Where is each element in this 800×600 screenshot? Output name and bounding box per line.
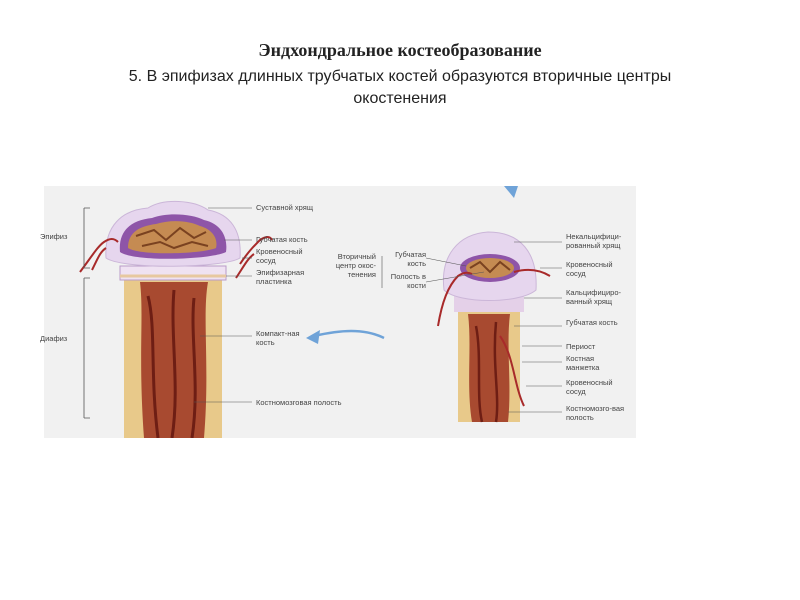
label-left-spongy-bone: Губчатая кость bbox=[256, 235, 308, 244]
label-epiphysis: Эпифиз bbox=[40, 232, 68, 241]
label-epiphyseal-plate: Эпифизарная пластинка bbox=[256, 268, 305, 286]
right-blood-vessel-2 bbox=[513, 268, 551, 277]
bone-diagram: Эпифиз Диафиз Суставной хрящ Губчатая ко… bbox=[40, 186, 636, 438]
label-left-blood-vessel: Кровеносный сосуд bbox=[256, 247, 303, 265]
label-bone-cavity: Полость в кости bbox=[390, 272, 426, 290]
top-arrow-tip bbox=[504, 186, 518, 198]
page-subtitle: 5. В эпифизах длинных трубчатых костей о… bbox=[128, 68, 672, 107]
left-epiphyseal-plate bbox=[119, 265, 227, 281]
transition-arrow bbox=[313, 329, 385, 340]
label-right-marrow-cavity: Костномозго-вая полость bbox=[566, 404, 625, 422]
label-articular-cartilage: Суставной хрящ bbox=[256, 203, 313, 212]
right-bone-marrow bbox=[468, 314, 510, 422]
right-blood-vessel-1 bbox=[437, 271, 473, 327]
label-secondary-center: Вторичный центр окос-тенения bbox=[335, 252, 376, 279]
label-bone-collar: Костная манжетка bbox=[566, 354, 600, 372]
bone-diagram-graphic bbox=[79, 186, 562, 438]
label-right-spongy-bone: Губчатая кость bbox=[566, 318, 618, 327]
left-bone bbox=[79, 200, 273, 438]
label-center-spongy-bone: Губчатая кость bbox=[395, 250, 426, 268]
right-bone bbox=[381, 231, 562, 423]
label-periosteum: Периост bbox=[566, 342, 596, 351]
label-left-marrow-cavity: Костномозговая полость bbox=[256, 398, 342, 407]
label-compact-bone: Компакт-ная кость bbox=[256, 329, 300, 347]
left-blood-vessel-1 bbox=[79, 238, 119, 273]
page-title: Эндхондральное костеобразование bbox=[258, 40, 542, 60]
label-diaphysis: Диафиз bbox=[40, 334, 68, 343]
label-right-blood-vessel-top: Кровеносный сосуд bbox=[566, 260, 613, 278]
label-noncalcified-cartilage: Некальцифици-рованный хрящ bbox=[566, 232, 622, 250]
label-calcified-cartilage: Кальцифициро-ванный хрящ bbox=[566, 288, 621, 306]
label-right-blood-vessel-bottom: Кровеносный сосуд bbox=[566, 378, 613, 396]
left-blood-vessel-2 bbox=[239, 236, 273, 265]
